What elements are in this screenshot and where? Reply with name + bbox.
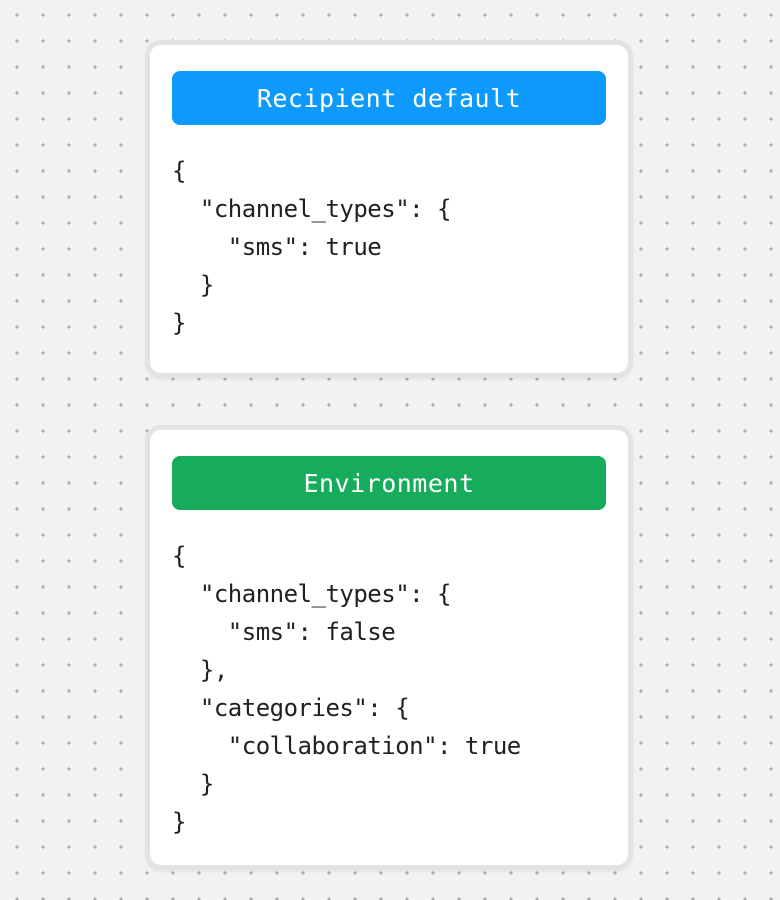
environment-code-block: { "channel_types": { "sms": false }, "ca… — [172, 542, 521, 836]
environment-label-badge: Environment — [172, 456, 606, 510]
environment-card: Environment { "channel_types": { "sms": … — [145, 425, 633, 870]
recipient-default-label-badge: Recipient default — [172, 71, 606, 125]
recipient-default-code-block: { "channel_types": { "sms": true } } — [172, 157, 451, 337]
recipient-default-card: Recipient default { "channel_types": { "… — [145, 40, 633, 378]
